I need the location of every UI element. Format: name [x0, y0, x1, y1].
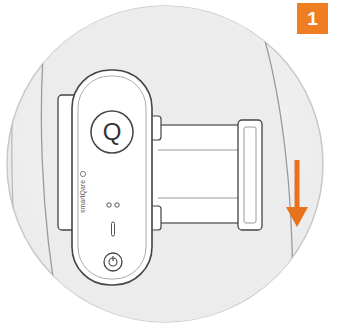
strap-clip — [238, 120, 262, 230]
strap-fold — [158, 198, 238, 199]
strap-fold — [158, 150, 238, 151]
device-body — [72, 70, 152, 285]
arm-scene — [12, 0, 293, 325]
direction-arrow — [295, 160, 300, 210]
button-circle — [91, 111, 133, 153]
brand-name: smartQare — [79, 174, 86, 220]
power-icon — [112, 256, 113, 261]
direction-arrow-head — [286, 207, 308, 227]
status-light — [112, 222, 115, 236]
step-number: 1 — [307, 9, 318, 28]
power-button — [104, 253, 122, 271]
step-number-badge: 1 — [297, 3, 328, 34]
strap-clip-inner — [244, 127, 256, 223]
logo-button: Q — [90, 110, 134, 154]
logo-letter: Q — [103, 120, 122, 144]
torso-edge — [12, 0, 26, 325]
logo-mark — [80, 171, 85, 176]
indicator-dot — [107, 203, 111, 207]
arm-shape — [41, 0, 292, 325]
device-inner-outline — [78, 76, 146, 279]
indicator-dot — [115, 203, 119, 207]
strap-band — [150, 125, 242, 223]
